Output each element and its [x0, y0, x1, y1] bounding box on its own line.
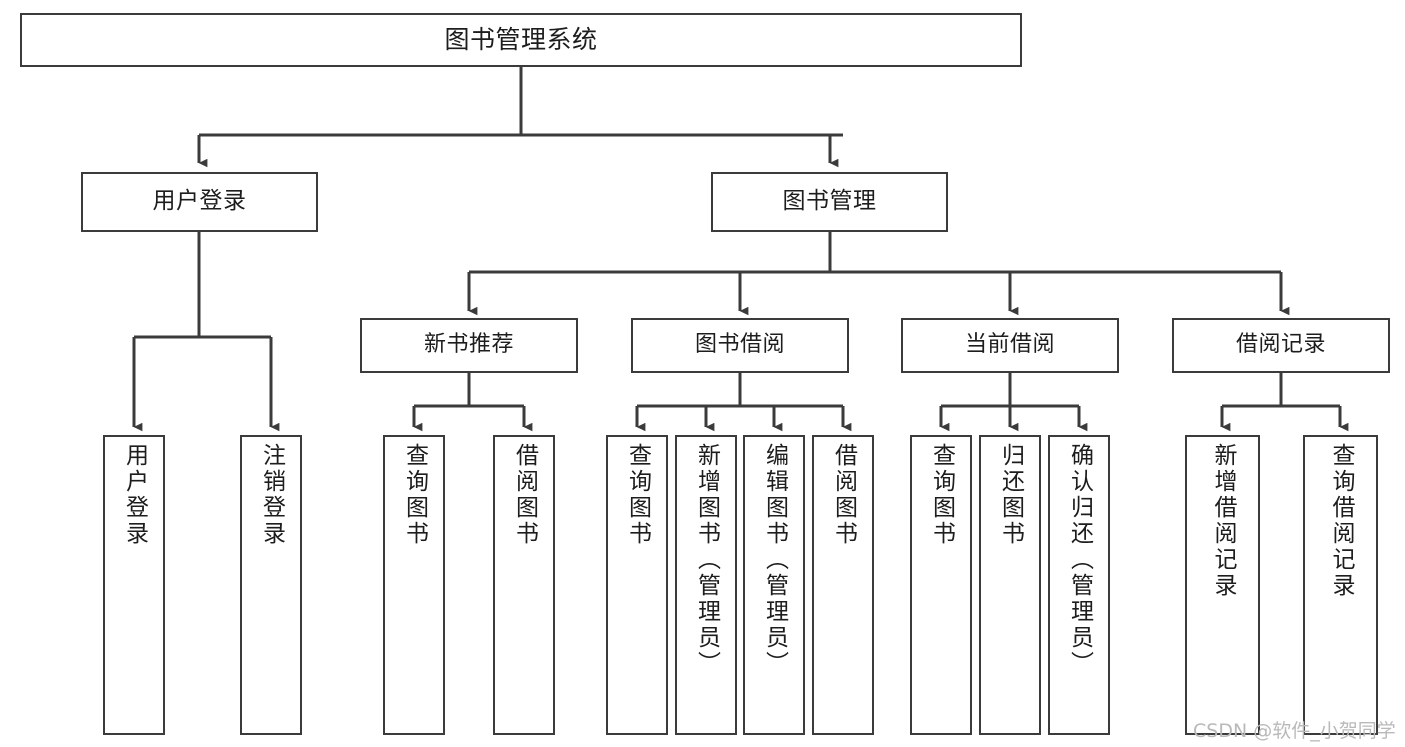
node-borrow-record-label: 借阅记录	[1235, 332, 1326, 358]
node-leaf-confirm-return-label: 确认归还（管理员）	[1066, 443, 1093, 677]
node-leaf-confirm-return[interactable]: 确认归还（管理员）	[1048, 435, 1110, 735]
node-leaf-query-book-1[interactable]: 查询图书	[383, 435, 445, 735]
node-new-book-recommend[interactable]: 新书推荐	[360, 318, 578, 373]
node-leaf-borrow-book-1-label: 借阅图书	[511, 443, 538, 547]
node-root-label: 图书管理系统	[444, 25, 598, 54]
node-leaf-borrow-book-2[interactable]: 借阅图书	[812, 435, 874, 735]
node-leaf-add-record-label: 新增借阅记录	[1210, 443, 1236, 599]
node-book-borrow-label: 图书借阅	[694, 332, 785, 358]
node-leaf-add-book[interactable]: 新增图书（管理员）	[675, 435, 737, 735]
node-leaf-query-book-3[interactable]: 查询图书	[910, 435, 972, 735]
node-leaf-return-book[interactable]: 归还图书	[979, 435, 1041, 735]
node-leaf-query-book-3-label: 查询图书	[928, 443, 955, 547]
node-root[interactable]: 图书管理系统	[20, 13, 1022, 67]
node-leaf-logout-login-label: 注销登录	[258, 443, 285, 547]
node-leaf-query-book-2[interactable]: 查询图书	[606, 435, 668, 735]
node-book-borrow[interactable]: 图书借阅	[631, 318, 849, 373]
node-leaf-borrow-book-2-label: 借阅图书	[830, 443, 857, 547]
node-leaf-query-book-1-label: 查询图书	[401, 443, 428, 547]
node-leaf-user-login[interactable]: 用户登录	[103, 435, 165, 735]
node-leaf-add-record[interactable]: 新增借阅记录	[1185, 435, 1260, 735]
node-leaf-query-record-label: 查询借阅记录	[1328, 443, 1354, 599]
node-leaf-borrow-book-1[interactable]: 借阅图书	[493, 435, 555, 735]
node-user-login[interactable]: 用户登录	[81, 172, 318, 232]
node-leaf-user-login-label: 用户登录	[121, 443, 148, 547]
node-new-book-recommend-label: 新书推荐	[423, 332, 514, 358]
node-borrow-record[interactable]: 借阅记录	[1172, 318, 1390, 373]
node-leaf-logout-login[interactable]: 注销登录	[240, 435, 302, 735]
node-leaf-add-book-label: 新增图书（管理员）	[693, 443, 720, 677]
node-leaf-return-book-label: 归还图书	[997, 443, 1024, 547]
node-leaf-edit-book-label: 编辑图书（管理员）	[761, 443, 788, 677]
node-current-borrow-label: 当前借阅	[964, 332, 1055, 358]
node-leaf-query-record[interactable]: 查询借阅记录	[1303, 435, 1378, 735]
node-book-manage[interactable]: 图书管理	[711, 172, 948, 232]
node-user-login-label: 用户登录	[152, 188, 247, 215]
node-leaf-query-book-2-label: 查询图书	[624, 443, 651, 547]
node-leaf-edit-book[interactable]: 编辑图书（管理员）	[743, 435, 805, 735]
node-book-manage-label: 图书管理	[782, 188, 877, 215]
node-current-borrow[interactable]: 当前借阅	[901, 318, 1119, 373]
